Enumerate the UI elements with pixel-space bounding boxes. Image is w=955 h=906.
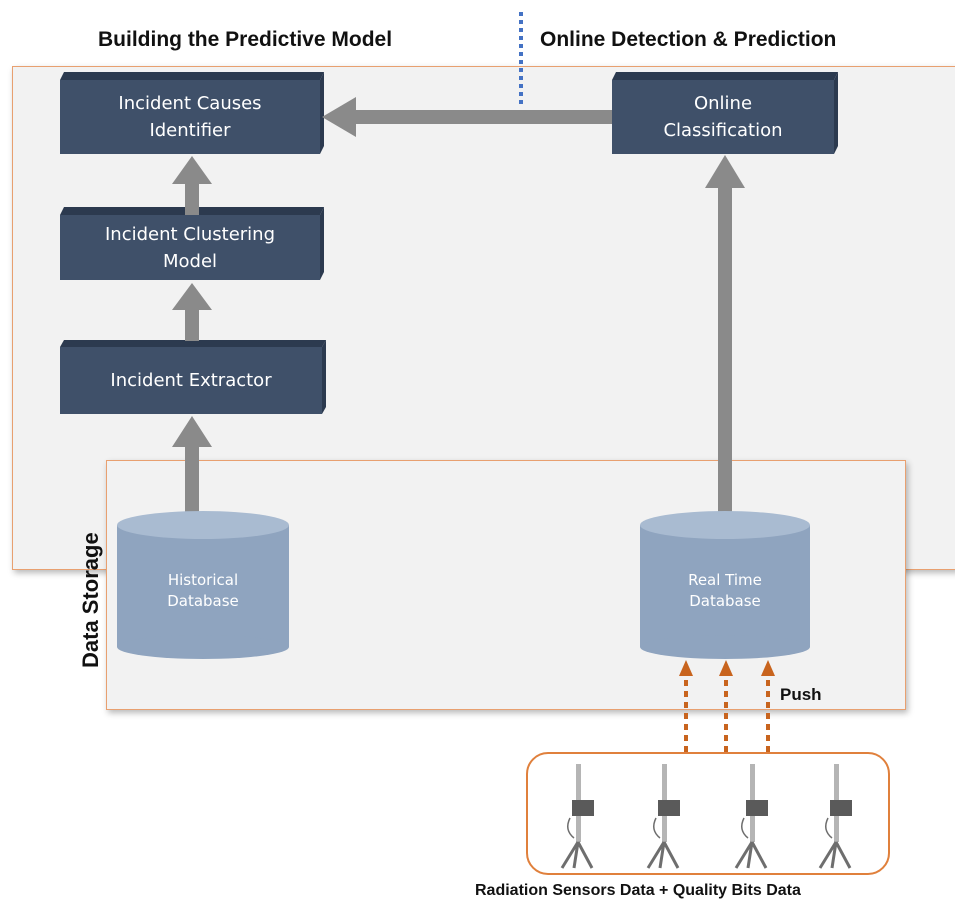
historical-db-cylinder (117, 511, 289, 659)
push-label: Push (780, 685, 822, 704)
incident-clustering-model-box: Incident Clustering Model (60, 215, 320, 280)
incident-causes-identifier-box: Incident Causes Identifier (60, 80, 320, 154)
arrow-online-to-causes (350, 110, 612, 124)
realtime-db-label: Real Time Database (688, 571, 762, 610)
realtime-db-cylinder (640, 511, 810, 659)
box-3d-sides (60, 72, 838, 414)
flow-arrows (172, 97, 745, 515)
sensors-container (526, 752, 890, 875)
online-classification-box: Online Classification (612, 80, 834, 154)
historical-db-label: Historical Database (167, 571, 239, 610)
sensors-caption: Radiation Sensors Data + Quality Bits Da… (475, 882, 801, 899)
incident-extractor-box: Incident Extractor (60, 347, 322, 414)
push-arrows (684, 676, 770, 752)
online-detection-header: Online Detection & Prediction (540, 28, 837, 51)
building-model-header: Building the Predictive Model (98, 28, 393, 51)
